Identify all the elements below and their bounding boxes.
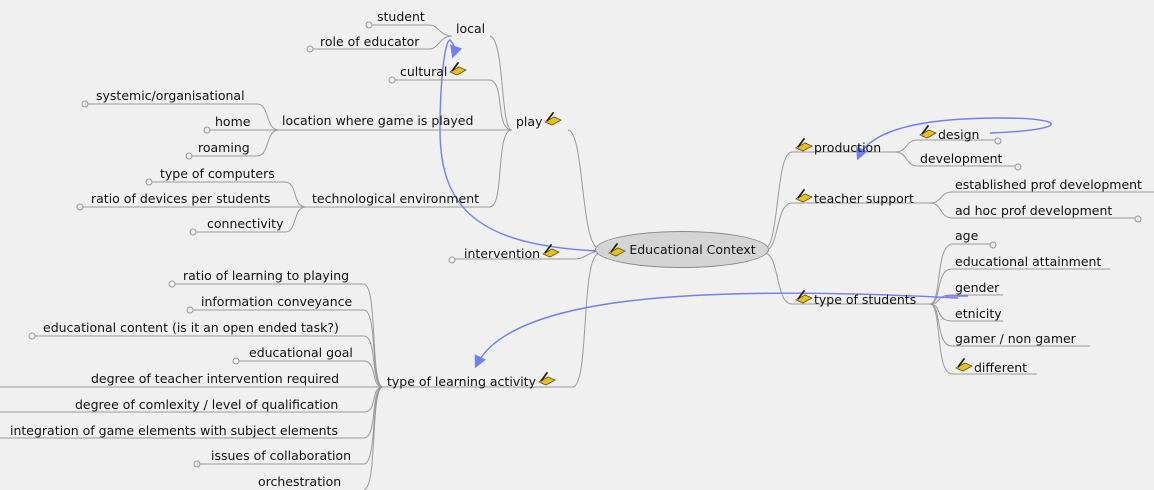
node-learning-item-label: educational content (is it an open ended… bbox=[43, 320, 339, 335]
node-development-label: development bbox=[920, 151, 1003, 166]
node-teacher-support[interactable]: teacher support bbox=[795, 189, 914, 206]
node-gamer-non-gamer[interactable]: gamer / non gamer bbox=[955, 331, 1076, 346]
node-learning-item-label: integration of game elements with subjec… bbox=[10, 423, 338, 438]
pencil-note-icon bbox=[795, 138, 813, 152]
node-cultural-label: cultural bbox=[400, 64, 448, 79]
node-learning-item[interactable]: degree of teacher intervention required bbox=[91, 371, 339, 386]
node-learning-item[interactable]: information conveyance bbox=[201, 294, 352, 309]
node-learning-label: type of learning activity bbox=[387, 374, 536, 389]
node-home-label: home bbox=[215, 114, 251, 129]
node-local-label: local bbox=[456, 21, 486, 36]
node-systemic-label: systemic/organisational bbox=[96, 88, 245, 103]
node-learning-item-label: information conveyance bbox=[201, 294, 353, 309]
node-etnicity-label: etnicity bbox=[955, 306, 1002, 321]
pencil-note-icon bbox=[538, 372, 556, 386]
node-intervention-label: intervention bbox=[464, 246, 541, 261]
node-different-label: different bbox=[974, 360, 1028, 375]
node-role-of-educator[interactable]: role of educator bbox=[320, 34, 419, 49]
node-location-label: location where game is played bbox=[282, 113, 474, 128]
pencil-note-icon bbox=[919, 125, 937, 139]
node-home[interactable]: home bbox=[215, 114, 250, 129]
node-ratio-of-devices-label: ratio of devices per students bbox=[91, 191, 271, 206]
node-gamer-label: gamer / non gamer bbox=[955, 331, 1076, 346]
node-learning-item[interactable]: issues of collaboration bbox=[211, 448, 351, 463]
node-connectivity-label: connectivity bbox=[207, 216, 284, 231]
pencil-note-icon bbox=[544, 112, 562, 126]
node-roaming-label: roaming bbox=[198, 140, 250, 155]
pencil-note-icon bbox=[542, 244, 560, 258]
node-gender[interactable]: gender bbox=[955, 280, 999, 295]
node-connectivity[interactable]: connectivity bbox=[207, 216, 283, 231]
node-production-label: production bbox=[814, 140, 882, 155]
node-educational-attainment-label: educational attainment bbox=[955, 254, 1102, 269]
node-learning-item[interactable]: degree of comlexity / level of qualifica… bbox=[75, 397, 338, 412]
node-play-label: play bbox=[516, 114, 543, 129]
node-development[interactable]: development bbox=[920, 151, 1002, 166]
node-ratio-of-devices[interactable]: ratio of devices per students bbox=[91, 191, 270, 206]
node-cultural[interactable]: cultural bbox=[400, 62, 467, 79]
node-teacher-support-label: teacher support bbox=[814, 191, 914, 206]
pencil-note-icon bbox=[608, 243, 626, 257]
pencil-note-icon bbox=[955, 358, 973, 372]
node-established-prof-development[interactable]: established prof development bbox=[955, 177, 1142, 192]
node-ad-hoc-prof-development[interactable]: ad hoc prof development bbox=[955, 203, 1112, 218]
node-ad-hoc-label: ad hoc prof development bbox=[955, 203, 1113, 218]
root-label: Educational Context bbox=[629, 242, 756, 257]
node-role-of-educator-label: role of educator bbox=[320, 34, 420, 49]
node-local[interactable]: local bbox=[456, 21, 485, 36]
pencil-note-icon bbox=[449, 62, 467, 76]
node-type-of-students-label: type of students bbox=[814, 292, 917, 307]
node-learning-item-label: educational goal bbox=[249, 345, 353, 360]
node-learning-item[interactable]: integration of game elements with subjec… bbox=[10, 423, 338, 438]
node-learning-item[interactable]: educational goal bbox=[249, 345, 353, 360]
node-student[interactable]: student bbox=[377, 9, 425, 24]
node-established-label: established prof development bbox=[955, 177, 1142, 192]
node-learning-item-label: degree of comlexity / level of qualifica… bbox=[75, 397, 339, 412]
node-intervention[interactable]: intervention bbox=[464, 244, 560, 261]
node-learning-item-label: issues of collaboration bbox=[211, 448, 352, 463]
node-type-of-computers-label: type of computers bbox=[160, 166, 275, 181]
node-location[interactable]: location where game is played bbox=[282, 113, 473, 128]
node-learning-item-label: ratio of learning to playing bbox=[183, 268, 350, 283]
node-production[interactable]: production bbox=[795, 138, 881, 155]
node-learning-item[interactable]: orchestration bbox=[258, 474, 341, 489]
node-learning-item[interactable]: educational content (is it an open ended… bbox=[43, 320, 339, 335]
node-age[interactable]: age bbox=[955, 228, 978, 243]
node-systemic-organisational[interactable]: systemic/organisational bbox=[96, 88, 245, 103]
pencil-note-icon bbox=[795, 189, 813, 203]
node-play[interactable]: play bbox=[516, 112, 562, 129]
node-student-label: student bbox=[377, 9, 425, 24]
node-etnicity[interactable]: etnicity bbox=[955, 306, 1002, 321]
node-type-of-students[interactable]: type of students bbox=[795, 290, 916, 307]
node-design[interactable]: design bbox=[919, 125, 979, 142]
root-node[interactable]: Educational Context bbox=[595, 231, 769, 268]
node-age-label: age bbox=[955, 228, 979, 243]
node-roaming[interactable]: roaming bbox=[198, 140, 250, 155]
node-learning-item-label: degree of teacher intervention required bbox=[91, 371, 340, 386]
node-learning-item-label: orchestration bbox=[258, 474, 342, 489]
node-tech-label: technological environment bbox=[312, 191, 480, 206]
node-technological-environment[interactable]: technological environment bbox=[312, 191, 479, 206]
node-gender-label: gender bbox=[955, 280, 1000, 295]
node-design-label: design bbox=[938, 127, 980, 142]
node-type-of-learning-activity[interactable]: type of learning activity bbox=[387, 372, 556, 389]
node-learning-item[interactable]: ratio of learning to playing bbox=[183, 268, 349, 283]
pencil-note-icon bbox=[795, 290, 813, 304]
node-type-of-computers[interactable]: type of computers bbox=[160, 166, 275, 181]
node-different[interactable]: different bbox=[955, 358, 1027, 375]
node-educational-attainment[interactable]: educational attainment bbox=[955, 254, 1101, 269]
